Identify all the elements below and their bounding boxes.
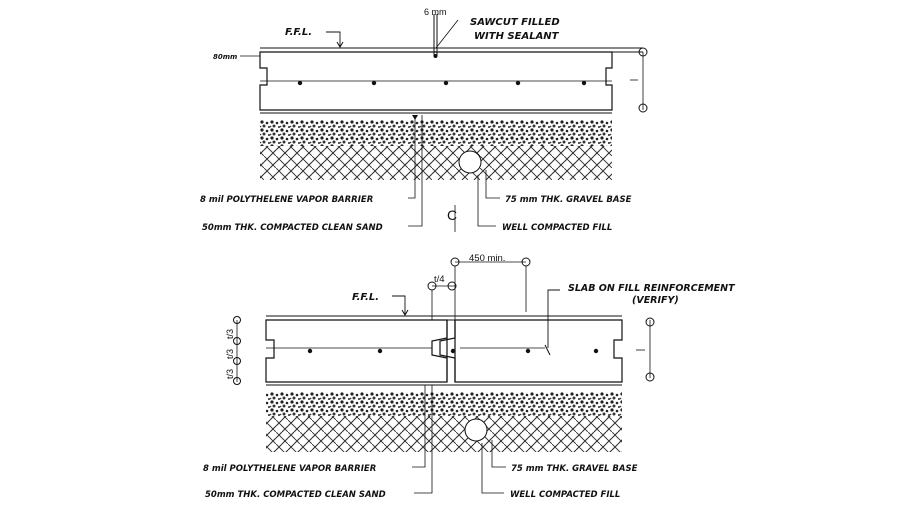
top-compacted-fill-label: WELL COMPACTED FILL [502,223,612,233]
bottom-third-label-1: t/3 [225,329,235,339]
bottom-fill-layer [266,416,622,452]
bottom-slab-left [265,319,448,383]
top-vapor-barrier-label: 8 mil POLYTHELENE VAPOR BARRIER [200,195,373,205]
svg-text:C: C [447,207,457,223]
top-gravel-layer [260,120,612,146]
bottom-rebar-dots [307,348,599,354]
top-gravel-base-label: 75 mm THK. GRAVEL BASE [505,195,632,205]
bottom-gravel-base-label: 75 mm THK. GRAVEL BASE [511,464,638,474]
top-fill-layer [260,146,612,180]
top-clean-sand-label: 50mm THK. COMPACTED CLEAN SAND [202,223,383,233]
bottom-clean-sand-label: 50mm THK. COMPACTED CLEAN SAND [205,490,386,500]
top-joint-width-label: 6 mm [424,7,447,17]
bottom-reinforcement-label-2: (VERIFY) [632,295,679,306]
top-rebar-dots [297,80,587,86]
bottom-dowel-length-label: 450 min. [469,253,505,264]
bottom-quarter-t-label: t/4 [434,274,445,285]
bottom-ffl-label: F.F.L. [352,292,379,303]
bottom-third-label-3: t/3 [225,369,235,379]
top-sawcut-label-1: SAWCUT FILLED [470,17,560,28]
top-ffl-label: F.F.L. [285,27,312,38]
bottom-slab-right [454,319,623,383]
bottom-reinforcement-label-1: SLAB ON FILL REINFORCEMENT [568,283,736,294]
bottom-detail [233,257,655,494]
top-detail [240,14,648,227]
bottom-gravel-layer [266,392,622,416]
centerline-symbol: C [447,205,457,232]
bottom-third-label-2: t/3 [225,349,235,359]
top-sawcut-label-2: WITH SEALANT [474,31,560,42]
bottom-compacted-fill-label: WELL COMPACTED FILL [510,490,620,500]
top-thickness-label: 80mm [213,53,237,61]
bottom-vapor-barrier-label: 8 mil POLYTHELENE VAPOR BARRIER [203,464,376,474]
